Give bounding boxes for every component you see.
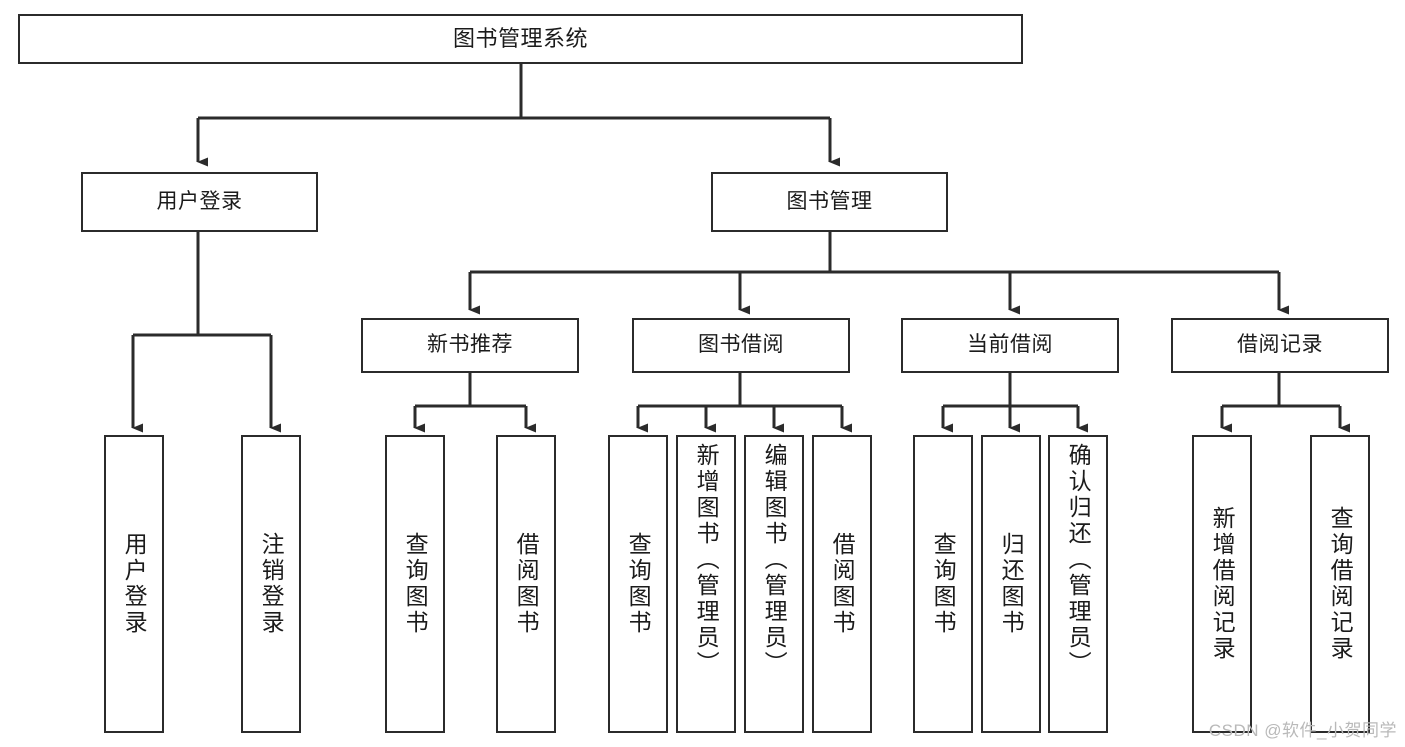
node-new-book-recommend[interactable]: 新书推荐 (361, 318, 579, 373)
leaf-label: 归还图书 (998, 532, 1025, 636)
leaf-label: 确认归还（管理员） (1065, 443, 1092, 677)
leaf-label: 查询借阅记录 (1327, 506, 1354, 662)
leaf-label: 编辑图书（管理员） (761, 443, 788, 677)
leaf-new-book-borrow-book[interactable]: 借阅图书 (496, 435, 556, 733)
node-borrow-record[interactable]: 借阅记录 (1171, 318, 1389, 373)
node-current-borrow[interactable]: 当前借阅 (901, 318, 1119, 373)
leaf-user-login-login[interactable]: 用户登录 (104, 435, 164, 733)
node-new-book-recommend-label: 新书推荐 (427, 333, 513, 357)
leaf-borrow-record-query-record[interactable]: 查询借阅记录 (1310, 435, 1370, 733)
node-book-management[interactable]: 图书管理 (711, 172, 948, 232)
node-book-management-label: 图书管理 (786, 189, 873, 213)
leaf-user-login-logout[interactable]: 注销登录 (241, 435, 301, 733)
leaf-book-borrow-borrow-book[interactable]: 借阅图书 (812, 435, 872, 733)
leaf-label: 新增图书（管理员） (693, 443, 720, 677)
node-book-borrow[interactable]: 图书借阅 (632, 318, 850, 373)
leaf-label: 借阅图书 (829, 532, 856, 636)
node-user-login-label: 用户登录 (156, 189, 243, 213)
leaf-current-borrow-return-book[interactable]: 归还图书 (981, 435, 1041, 733)
leaf-label: 查询图书 (402, 532, 429, 636)
leaf-current-borrow-confirm-return-admin[interactable]: 确认归还（管理员） (1048, 435, 1108, 733)
node-root-book-management-system[interactable]: 图书管理系统 (18, 14, 1023, 64)
leaf-book-borrow-add-book-admin[interactable]: 新增图书（管理员） (676, 435, 736, 733)
leaf-label: 新增借阅记录 (1209, 506, 1236, 662)
leaf-label: 注销登录 (258, 532, 285, 636)
node-root-label: 图书管理系统 (452, 26, 588, 52)
leaf-book-borrow-edit-book-admin[interactable]: 编辑图书（管理员） (744, 435, 804, 733)
leaf-borrow-record-add-record[interactable]: 新增借阅记录 (1192, 435, 1252, 733)
leaf-new-book-query-book[interactable]: 查询图书 (385, 435, 445, 733)
leaf-label: 查询图书 (930, 532, 957, 636)
leaf-label: 用户登录 (121, 532, 148, 636)
node-book-borrow-label: 图书借阅 (698, 333, 784, 357)
csdn-watermark: CSDN @软件_小贺同学 (1208, 721, 1397, 740)
leaf-label: 借阅图书 (513, 532, 540, 636)
leaf-label: 查询图书 (625, 532, 652, 636)
node-user-login[interactable]: 用户登录 (81, 172, 318, 232)
leaf-current-borrow-query-book[interactable]: 查询图书 (913, 435, 973, 733)
node-borrow-record-label: 借阅记录 (1237, 333, 1323, 357)
node-current-borrow-label: 当前借阅 (967, 333, 1053, 357)
leaf-book-borrow-query-book[interactable]: 查询图书 (608, 435, 668, 733)
